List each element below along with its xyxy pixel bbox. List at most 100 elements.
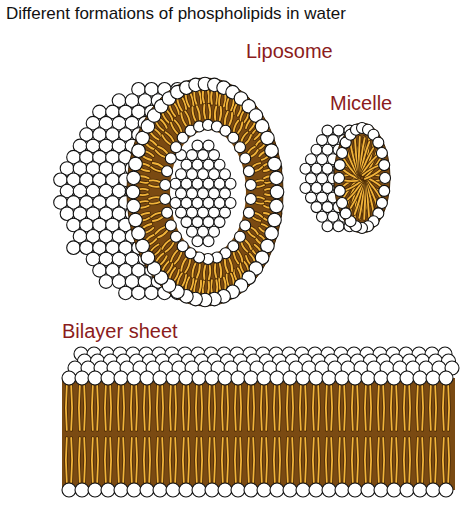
lipid-tail-outline — [215, 107, 216, 120]
lipid-tail-outline — [192, 264, 195, 277]
lipid-tail-outline — [156, 150, 165, 157]
lipid-tail-outline — [220, 386, 224, 430]
lipid-head — [75, 371, 89, 385]
lipid-tail-outline — [224, 278, 226, 291]
lipid-tail-outline — [234, 121, 239, 132]
lipid-tail-outline — [181, 258, 186, 271]
lipid-head — [270, 371, 284, 385]
lipid-tail-outline — [149, 197, 160, 199]
lipid-tail — [197, 106, 200, 119]
lipid-tail — [286, 438, 289, 482]
lipid-head — [162, 207, 173, 218]
diagram-title: Different formations of phospholipids in… — [6, 4, 346, 24]
lipid-head — [218, 483, 232, 497]
lipid-tail — [312, 438, 315, 482]
lipid-tail-outline — [238, 386, 242, 430]
lipid-tail — [151, 167, 161, 171]
lipid-tail-outline — [209, 105, 210, 119]
lipid-tail — [273, 438, 276, 482]
lipid-tail — [194, 91, 196, 105]
lipid-tail-outline — [311, 438, 315, 482]
lipid-tail-outline — [245, 135, 251, 144]
lipid-tail-outline — [103, 386, 107, 430]
lipid-head — [322, 483, 336, 497]
lipid-tail — [70, 438, 73, 482]
lipid-tail-outline — [272, 386, 276, 430]
lipid-head — [127, 199, 141, 213]
lipid-tail — [226, 438, 229, 482]
lipid-head — [334, 185, 345, 196]
lipid-head — [257, 371, 271, 385]
lipid-tail-outline — [103, 438, 107, 482]
lipid-tail — [117, 386, 120, 430]
lipid-head — [245, 194, 256, 205]
lipid-head — [166, 371, 180, 385]
lipid-tail-outline — [211, 90, 212, 104]
micelle-cut-face — [334, 123, 390, 233]
lipid-head — [127, 171, 141, 185]
lipid-tail — [195, 438, 198, 482]
lipid-tail — [434, 438, 437, 482]
lipid-tail-outline — [77, 386, 81, 430]
lipid-head — [265, 144, 279, 158]
lipid-tail — [234, 386, 237, 430]
lipid-head — [296, 483, 310, 497]
lipid-tail — [209, 266, 210, 280]
lipid-tail-outline — [116, 438, 120, 482]
lipid-tail — [369, 386, 372, 430]
lipid-tail — [252, 438, 255, 482]
lipid-tail — [364, 438, 367, 482]
lipid-tail-outline — [147, 438, 151, 482]
lipid-tail-outline — [298, 386, 302, 430]
lipid-tail-outline — [254, 213, 262, 217]
lipid-head — [309, 371, 323, 385]
lipid-tail-outline — [428, 386, 432, 430]
lipid-tail-outline — [185, 112, 190, 125]
lipid-tail — [153, 163, 163, 167]
lipid-head — [379, 160, 390, 171]
lipid-head — [126, 185, 140, 199]
lipid-head — [265, 227, 279, 241]
lipid-tail-outline — [121, 386, 125, 430]
lipid-tail — [363, 166, 379, 176]
lipid-head — [140, 483, 154, 497]
lipid-tail — [104, 386, 107, 430]
lipid-tail — [166, 264, 173, 275]
lipid-tail-outline — [350, 386, 354, 430]
lipid-tail-outline — [150, 180, 161, 182]
lipid-tail-outline — [265, 386, 269, 430]
lipid-tail — [343, 438, 346, 482]
lipid-tail-outline — [203, 281, 204, 295]
lipid-tail-outline — [256, 197, 265, 199]
lipid-head — [119, 286, 133, 300]
lipid-tail — [251, 150, 258, 157]
lipid-tail-outline — [82, 438, 86, 482]
lipid-tail-outline — [209, 266, 210, 280]
lipid-tail — [213, 386, 216, 430]
lipid-tail-outline — [272, 438, 276, 482]
lipid-tail-outline — [194, 91, 196, 105]
lipid-tail — [330, 386, 333, 430]
lipid-tail-outline — [395, 438, 399, 482]
bilayer-figure — [62, 347, 459, 497]
lipid-head — [160, 194, 171, 205]
lipid-tail — [356, 386, 359, 430]
lipid-tail-outline — [363, 438, 367, 482]
lipid-tail — [219, 93, 221, 106]
lipid-tail-outline — [395, 386, 399, 430]
lipid-tail-outline — [199, 90, 201, 104]
lipid-head — [400, 371, 414, 385]
lipid-tail-outline — [186, 386, 190, 430]
lipid-tail — [150, 202, 161, 204]
lipid-tail-outline — [229, 113, 232, 126]
lipid-head — [192, 483, 206, 497]
lipid-tail — [204, 265, 205, 279]
lipid-tail — [150, 180, 161, 182]
lipid-tail — [83, 386, 86, 430]
lipid-tail-outline — [162, 135, 170, 144]
lipid-tail — [265, 438, 268, 482]
lipid-tail — [390, 438, 393, 482]
lipid-tail — [169, 104, 175, 116]
lipid-tail — [299, 386, 302, 430]
lipid-tail — [162, 112, 169, 123]
